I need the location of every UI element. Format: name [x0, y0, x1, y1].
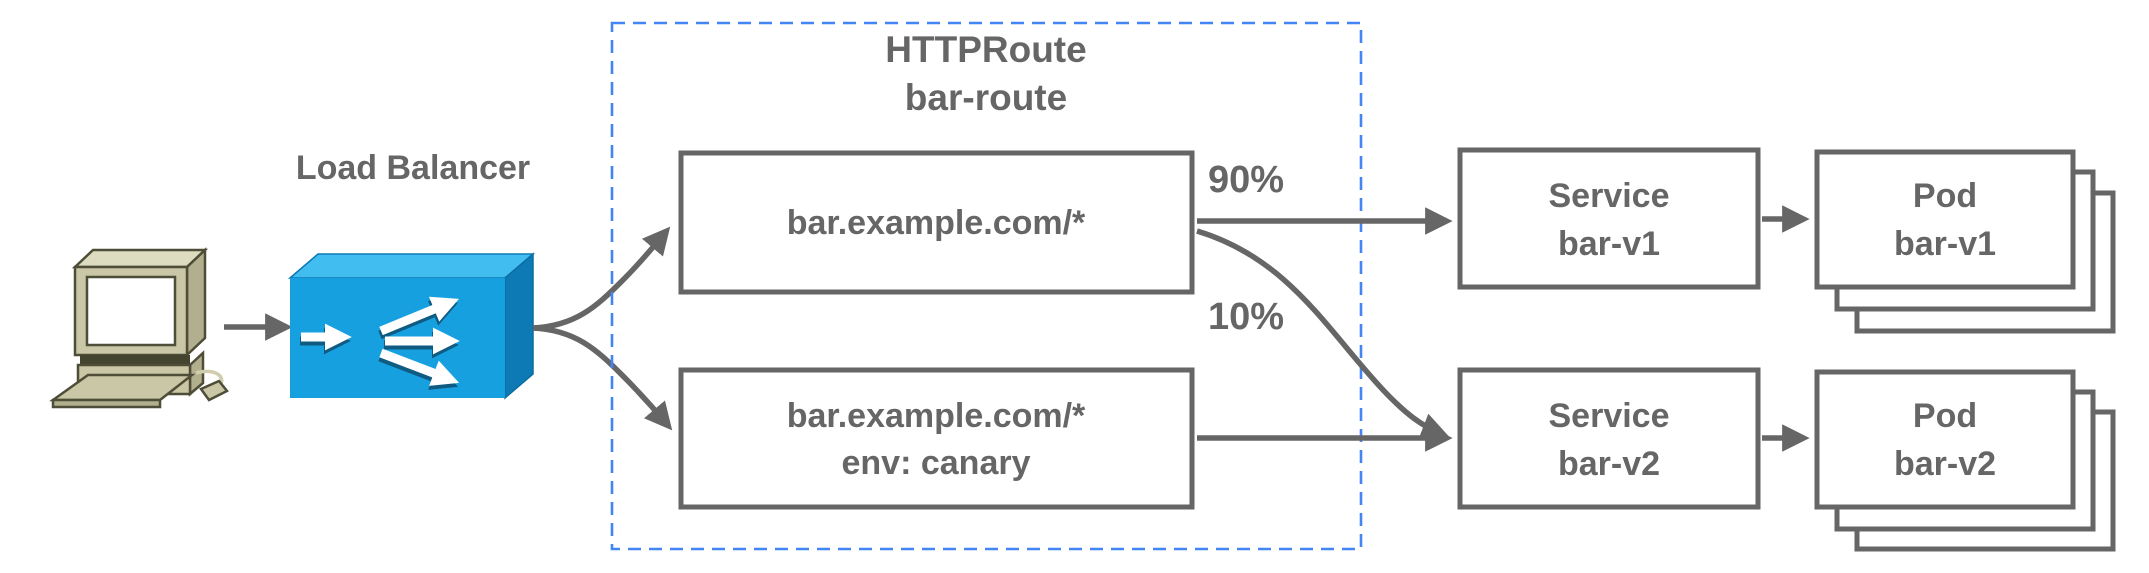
keyboard-front [51, 398, 162, 409]
route-rule-2-node: bar.example.com/* env: canary [678, 367, 1195, 510]
arrow-rule1-to-service2 [1196, 228, 1449, 440]
pod-bar-v1-name: bar-v1 [1894, 225, 1996, 263]
arrow-lb-to-rule1 [532, 226, 671, 331]
arrow-lb-to-rule2 [532, 325, 673, 431]
weight-10-label: 10% [1208, 296, 1284, 338]
service-bar-v1-name: bar-v1 [1558, 225, 1660, 263]
route-rule-1-box [678, 150, 1195, 295]
route-rule-2-box [678, 367, 1195, 510]
httproute-name-label: bar-route [905, 77, 1067, 118]
service-bar-v2-name: bar-v2 [1558, 445, 1660, 483]
desktop-computer-icon [49, 247, 229, 409]
mouse [199, 379, 229, 402]
pod-bar-v2-kind: Pod [1913, 397, 1977, 435]
pod-bar-v1-box [1814, 149, 2076, 290]
monitor-top-face [71, 248, 209, 269]
service-bar-v2-box [1457, 367, 1761, 510]
service-bar-v1-box [1457, 147, 1761, 290]
pod-bar-v1-kind: Pod [1913, 177, 1977, 215]
service-bar-v2-kind: Service [1549, 397, 1670, 435]
httproute-boundary [610, 21, 1363, 551]
route-rule-2-match: bar.example.com/* [787, 397, 1086, 435]
service-bar-v1-kind: Service [1549, 177, 1670, 215]
route-rule-1-match: bar.example.com/* [787, 204, 1086, 242]
service-bar-v1-node: Service bar-v1 [1457, 147, 1761, 290]
load-balancer-icon [287, 252, 536, 400]
httproute-kind-label: HTTPRoute [885, 29, 1086, 70]
lb-fanout-arrows [301, 296, 460, 386]
keyboard-top [49, 373, 196, 402]
monitor-side-face [185, 247, 207, 358]
service-bar-v2-node: Service bar-v2 [1457, 367, 1761, 510]
weight-90-label: 90% [1208, 159, 1284, 201]
lb-side-face [504, 252, 534, 400]
monitor-screen [85, 275, 177, 347]
pod-bar-v2-node: Pod bar-v2 [1814, 369, 2116, 552]
monitor-neck [80, 355, 190, 365]
load-balancer-label: Load Balancer [296, 149, 530, 187]
route-rule-2-header: env: canary [842, 444, 1031, 482]
pod-bar-v1-node: Pod bar-v1 [1814, 149, 2116, 334]
route-rule-1-node: bar.example.com/* [678, 150, 1195, 295]
pod-bar-v2-name: bar-v2 [1894, 445, 1996, 483]
lb-top-face [287, 253, 536, 279]
pod-bar-v2-box [1814, 369, 2076, 510]
